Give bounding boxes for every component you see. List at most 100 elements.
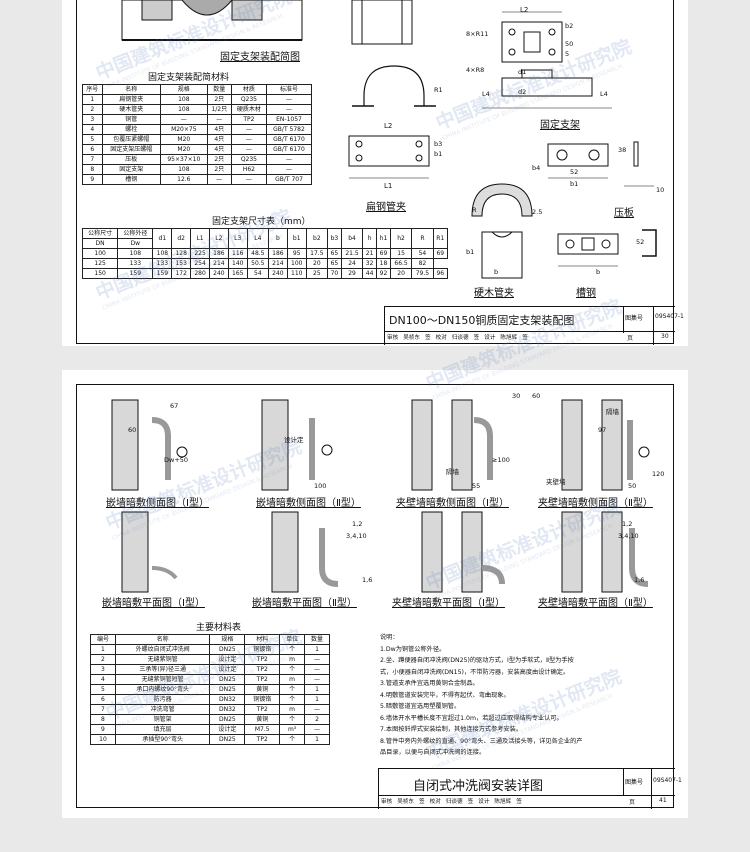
dim-8xR11: 8×R11 xyxy=(466,30,489,38)
table-cell: — xyxy=(230,174,267,185)
table-cell: — xyxy=(304,724,330,735)
dim-50: 50 xyxy=(565,40,574,48)
header-cell: 公称外径 xyxy=(117,228,154,239)
table-cell: GB/T 5782 xyxy=(265,124,313,135)
table-cell: 承口内螺纹90°弯头 xyxy=(114,684,211,695)
table-cell: 153 xyxy=(171,258,192,269)
table-cell: 个 xyxy=(279,734,306,745)
header-cell: 名称 xyxy=(101,84,161,95)
table-cell: 4只 xyxy=(206,134,232,145)
table-cell: — xyxy=(265,104,313,115)
dim-4xR8: 4×R8 xyxy=(466,66,485,74)
caption-side-4: 夹壁墙暗敷侧面图（Ⅱ型） xyxy=(538,498,653,509)
header-cell: 公称尺寸 xyxy=(81,228,119,239)
page-label: 页 xyxy=(627,335,634,342)
table-cell: 1 xyxy=(304,694,330,705)
table-cell: 包覆压紧螺帽 xyxy=(101,134,161,145)
dim-60b: 60 xyxy=(532,392,541,400)
header-cell: R xyxy=(411,228,434,249)
table-cell: 240 xyxy=(208,268,229,279)
table-cell: 螺栓 xyxy=(101,124,161,135)
page-number: 30 xyxy=(661,333,669,340)
partition-label: 隔墙 xyxy=(446,468,459,476)
note-3410: 3,4,10 xyxy=(346,532,367,540)
header-cell: h2 xyxy=(389,228,413,249)
table-cell: 110 xyxy=(286,268,307,279)
table-cell: 固定支架压螺帽 xyxy=(101,144,161,155)
table-cell: DN25 xyxy=(209,684,246,695)
signature-row: 审核吴祯东签校对归谈德签设计陈旭辉签 xyxy=(387,333,533,341)
header-cell: L1 xyxy=(190,228,210,249)
table-cell: 82 xyxy=(411,258,434,269)
note-16b: 1,6 xyxy=(634,576,645,584)
fixed-support-caption: 固定支架 xyxy=(540,120,580,131)
table-cell: — xyxy=(304,654,330,665)
table-cell: 设计定 xyxy=(209,654,246,665)
table-cell: 108 xyxy=(152,248,173,259)
signature-cell: 校对 xyxy=(429,799,441,805)
table-cell: 铜镀铬 xyxy=(244,644,281,655)
header-cell: Dw xyxy=(117,238,154,249)
table-cell: TP2 xyxy=(244,734,281,745)
drawing-sheet-41: 67 60 Dw+50 设计定 100 ≥100 隔墙 夹壁墙 30 60 97… xyxy=(62,370,688,818)
note-line: 8.管件中旁内外螺纹的直通、90°弯头、三通及活接头等，详见各企业的产 xyxy=(380,737,583,745)
table-cell: TP2 xyxy=(244,674,281,685)
table-cell: 65 xyxy=(327,248,342,259)
flat-clamp-caption: 扁钢管夹 xyxy=(366,202,406,213)
table-cell: GB/T 707 xyxy=(265,174,313,185)
table-cell: — xyxy=(265,164,313,175)
signature-cell: 审核 xyxy=(381,799,393,805)
signature-cell: 设计 xyxy=(478,799,490,805)
dim-R: R xyxy=(472,206,477,214)
table-cell: 18 xyxy=(376,258,391,269)
table-cell: 1 xyxy=(304,734,330,745)
table-cell: 6 xyxy=(82,144,103,155)
table-cell: TP2 xyxy=(244,664,281,675)
press-plate-caption: 压板 xyxy=(614,208,634,219)
table-cell: 29 xyxy=(340,268,364,279)
table-cell: GB/T 6170 xyxy=(265,144,313,155)
caption-plan-1: 嵌墙暗敷平面图（Ⅰ型） xyxy=(102,598,205,609)
header-cell: 编号 xyxy=(90,634,116,645)
table-cell: TP2 xyxy=(244,654,281,665)
table-cell: DN32 xyxy=(209,694,246,705)
atlas-no: 09S407-1 xyxy=(655,313,684,320)
signature-cell: 签 xyxy=(522,335,528,341)
table-cell: 4 xyxy=(82,124,103,135)
signature-cell: 签 xyxy=(473,335,480,341)
table-cell: 69 xyxy=(376,248,391,259)
dim-60: 60 xyxy=(128,426,137,434)
table-cell: M20 xyxy=(159,134,208,145)
dim-L2: L2 xyxy=(520,6,529,14)
table-cell: 108 xyxy=(117,248,154,259)
table-cell: 24 xyxy=(340,258,364,269)
table-cell: 4只 xyxy=(206,124,232,135)
table-cell: 2 xyxy=(304,714,330,725)
table-cell: 9 xyxy=(90,724,116,735)
note-line: 式，小便器自闭冲洗阀(DN15)，不带防污器，安装高度由设计确定。 xyxy=(380,668,570,676)
page-label: 页 xyxy=(629,799,636,806)
dim-R1: R1 xyxy=(434,86,443,94)
table-cell: 设计定 xyxy=(209,724,246,735)
header-cell: L3 xyxy=(227,228,248,249)
table-cell: 150 xyxy=(81,268,119,279)
table-cell: 65 xyxy=(327,258,342,269)
title-block-41: 自闭式冲洗阀安装详图 图集号 09S407-1 审核吴祯东签校对归谈德签设计陈旭… xyxy=(378,768,682,809)
channel-drawing xyxy=(557,229,657,267)
atlas-no-label: 图集号 xyxy=(625,315,644,322)
table-cell: 108 xyxy=(159,164,208,175)
table-cell: 186 xyxy=(267,248,288,259)
fixed-support-drawing xyxy=(482,11,612,109)
dim-52-channel: 52 xyxy=(636,238,645,246)
table-cell: 2 xyxy=(90,654,116,665)
